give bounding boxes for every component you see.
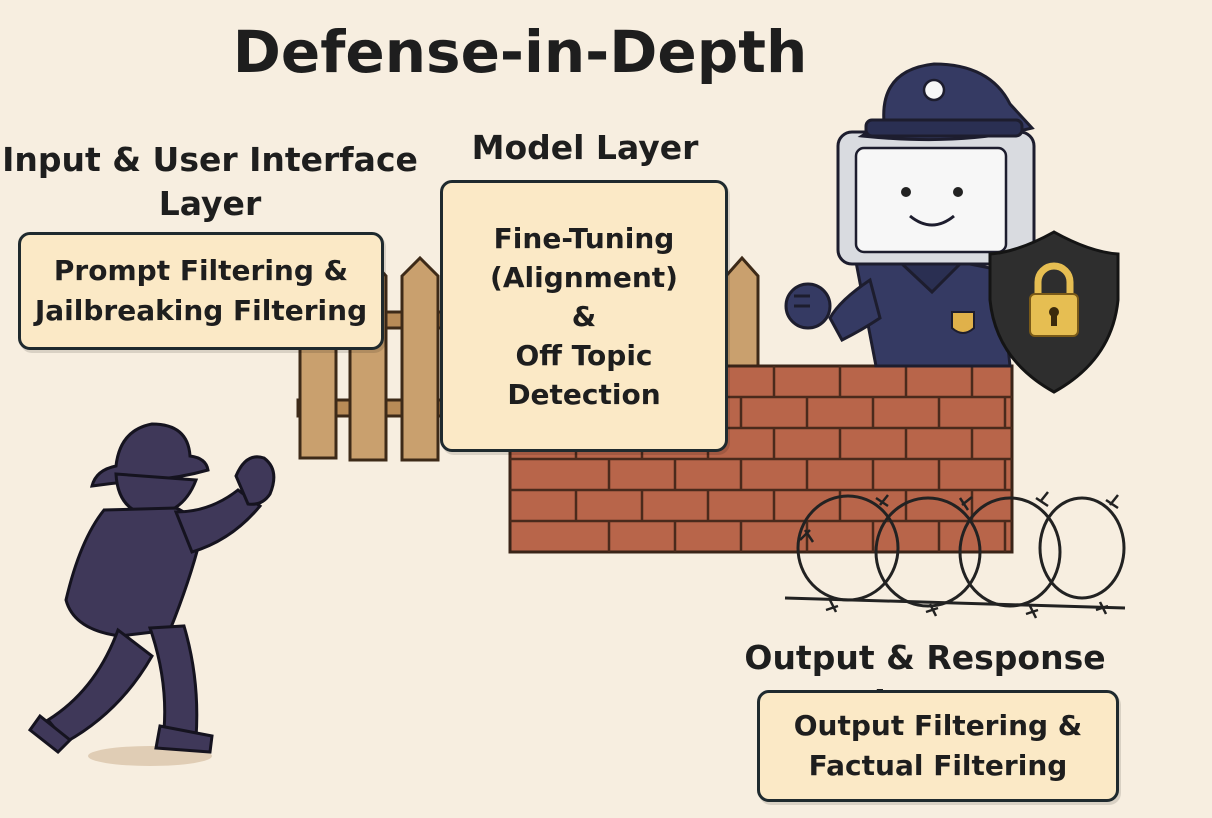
input-layer-title-text: Input & User Interface Layer [2, 140, 418, 223]
model-layer-box: Fine-Tuning (Alignment) & Off Topic Dete… [440, 180, 728, 452]
barbed-wire [784, 491, 1126, 619]
robot-guard [784, 62, 1036, 368]
diagram-title: Defense-in-Depth [232, 18, 808, 86]
lock-shield-icon [988, 230, 1120, 394]
input-layer-box-text: Prompt Filtering & Jailbreaking Filterin… [34, 254, 368, 327]
output-layer-box-text: Output Filtering & Factual Filtering [793, 709, 1083, 782]
output-layer-box: Output Filtering & Factual Filtering [757, 690, 1119, 802]
input-layer-box: Prompt Filtering & Jailbreaking Filterin… [18, 232, 384, 350]
model-layer-title: Model Layer [471, 128, 699, 167]
input-layer-title: Input & User Interface Layer [0, 138, 420, 226]
attacker-silhouette [27, 422, 276, 766]
model-layer-box-text: Fine-Tuning (Alignment) & Off Topic Dete… [490, 221, 678, 411]
